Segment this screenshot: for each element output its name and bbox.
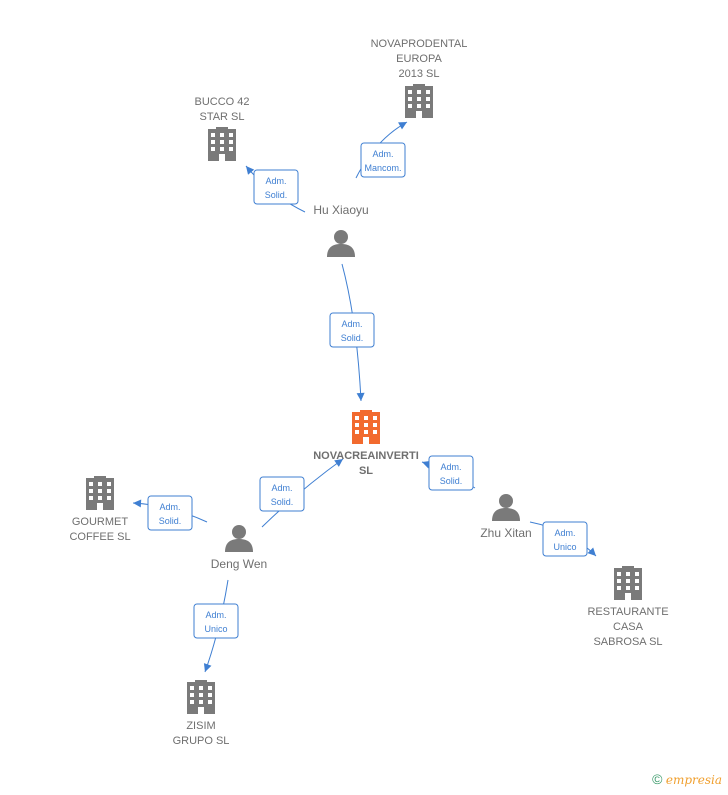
relation-deng-novacreainverti: Adm. Solid.: [259, 458, 344, 528]
relation-hu-novacreainverti: Adm. Solid.: [329, 263, 375, 402]
company-node-gourmet[interactable]: GOURMET COFFEE SL: [69, 476, 131, 543]
relation-zhu-restaurante: Adm. Unico: [529, 521, 597, 557]
relation-label-text: Adm.: [341, 319, 362, 329]
building-icon[interactable]: [614, 566, 642, 600]
company-name-label[interactable]: EUROPA: [396, 53, 442, 65]
relation-label-text: Adm.: [372, 149, 393, 159]
arrowhead-icon: [246, 166, 255, 175]
relation-label-text: Solid.: [271, 497, 294, 507]
relation-label-text: Adm.: [159, 502, 180, 512]
company-name-label[interactable]: COFFEE SL: [69, 531, 130, 543]
arrowhead-icon: [133, 499, 142, 508]
company-name-label[interactable]: GOURMET: [72, 516, 129, 528]
person-node-deng[interactable]: Deng Wen: [211, 525, 267, 571]
relation-hu-novaprodental: Adm. Mancom.: [355, 121, 408, 179]
arrowhead-icon: [587, 547, 596, 556]
relation-label-box[interactable]: [147, 495, 193, 531]
building-icon[interactable]: [208, 127, 236, 161]
relation-zhu-novacreainverti: Adm. Solid.: [421, 455, 476, 491]
company-node-restaurante[interactable]: RESTAURANTE CASA SABROSA SL: [587, 566, 669, 648]
relation-label-text: Unico: [553, 542, 576, 552]
company-name-label[interactable]: GRUPO SL: [173, 735, 230, 747]
relation-label-box[interactable]: [428, 455, 474, 491]
edges-layer: Adm. Mancom. Adm. Solid. Adm. Solid. Adm. Solid…: [132, 121, 597, 673]
relation-label-box[interactable]: [259, 476, 305, 512]
arrowhead-icon: [398, 122, 407, 130]
relation-label-text: Solid.: [440, 476, 463, 486]
building-icon[interactable]: [405, 84, 433, 118]
company-name-label[interactable]: NOVACREAINVERTI: [313, 450, 419, 462]
relation-label-box[interactable]: [193, 603, 239, 639]
relation-label-text: Solid.: [341, 333, 364, 343]
relation-label-text: Adm.: [205, 610, 226, 620]
relation-deng-zisim: Adm. Unico: [193, 579, 239, 673]
relation-label-text: Mancom.: [364, 163, 401, 173]
relation-hu-bucco: Adm. Solid.: [245, 165, 306, 213]
company-name-label[interactable]: SL: [359, 465, 373, 477]
company-name-label[interactable]: STAR SL: [199, 111, 244, 123]
person-node-zhu[interactable]: Zhu Xitan: [480, 494, 532, 540]
company-name-label[interactable]: SABROSA SL: [593, 636, 662, 648]
arrowhead-icon: [356, 392, 365, 401]
company-name-label[interactable]: BUCCO 42: [194, 96, 249, 108]
relation-label-text: Unico: [204, 624, 227, 634]
relation-label-box[interactable]: [542, 521, 588, 557]
company-node-zisim[interactable]: ZISIM GRUPO SL: [173, 680, 230, 747]
nodes-layer: NOVACREAINVERTI SL NOVAPRODENTAL EUROPA 2013…: [69, 38, 668, 747]
arrowhead-icon: [203, 663, 212, 672]
building-icon[interactable]: [86, 476, 114, 510]
company-name-label[interactable]: RESTAURANTE: [587, 606, 668, 618]
arrowhead-icon: [334, 459, 343, 467]
company-node-novaprodental[interactable]: NOVAPRODENTAL EUROPA 2013 SL: [371, 38, 468, 118]
footer-brand: © empresia: [652, 771, 722, 787]
relation-label-box[interactable]: [253, 169, 299, 205]
company-name-label[interactable]: ZISIM: [186, 720, 215, 732]
person-name-label[interactable]: Hu Xiaoyu: [313, 203, 368, 217]
relation-deng-gourmet: Adm. Solid.: [132, 495, 208, 531]
copyright-symbol: ©: [652, 771, 663, 787]
brand-logo-text: empresia: [665, 773, 722, 787]
person-node-hu[interactable]: Hu Xiaoyu: [313, 203, 369, 257]
relation-label-text: Adm.: [271, 483, 292, 493]
relation-label-box[interactable]: [329, 312, 375, 348]
person-name-label[interactable]: Zhu Xitan: [480, 526, 531, 540]
person-icon[interactable]: [225, 525, 253, 552]
relation-label-text: Solid.: [159, 516, 182, 526]
company-node-novacreainverti[interactable]: NOVACREAINVERTI SL: [313, 410, 419, 477]
building-icon[interactable]: [352, 410, 380, 444]
relation-label-box[interactable]: [360, 142, 406, 178]
relation-label-text: Adm.: [554, 528, 575, 538]
company-name-label[interactable]: NOVAPRODENTAL: [371, 38, 468, 50]
relation-label-text: Adm.: [440, 462, 461, 472]
relation-label-text: Solid.: [265, 190, 288, 200]
building-icon[interactable]: [187, 680, 215, 714]
relation-label-text: Adm.: [265, 176, 286, 186]
company-node-bucco[interactable]: BUCCO 42 STAR SL: [194, 96, 250, 161]
person-icon[interactable]: [327, 230, 355, 257]
person-icon[interactable]: [492, 494, 520, 521]
company-name-label[interactable]: CASA: [613, 621, 644, 633]
person-name-label[interactable]: Deng Wen: [211, 557, 267, 571]
company-name-label[interactable]: 2013 SL: [399, 68, 440, 80]
